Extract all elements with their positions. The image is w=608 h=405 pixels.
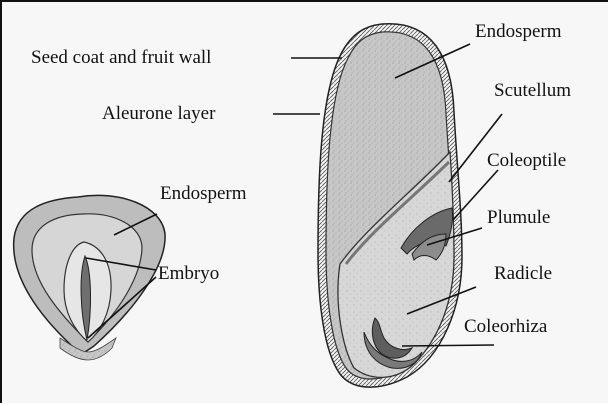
label-plumule: Plumule — [487, 208, 550, 227]
label-coleorhiza: Coleorhiza — [464, 317, 547, 336]
leader-coleorhiza — [402, 345, 494, 346]
label-endosperm-right: Endosperm — [475, 22, 562, 41]
label-scutellum: Scutellum — [494, 81, 571, 100]
label-seed-coat: Seed coat and fruit wall — [31, 48, 211, 67]
label-endosperm-left: Endosperm — [160, 184, 247, 203]
label-aleurone: Aleurone layer — [102, 104, 215, 123]
label-embryo: Embryo — [158, 264, 219, 283]
label-coleoptile: Coleoptile — [487, 151, 566, 170]
small-seed — [14, 195, 165, 360]
label-radicle: Radicle — [494, 264, 552, 283]
large-seed — [318, 24, 462, 387]
